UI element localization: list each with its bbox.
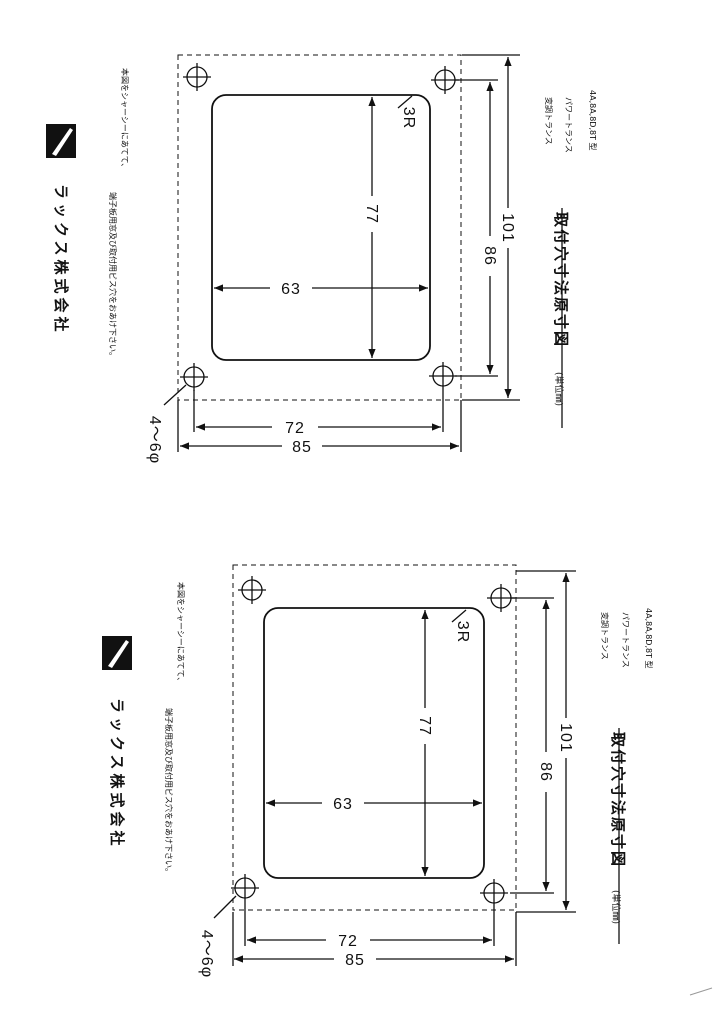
dim-86-label: 86 bbox=[537, 762, 554, 782]
dim-101-label: 101 bbox=[499, 213, 516, 243]
dim-radius-label: 3R bbox=[454, 621, 471, 643]
company-logo bbox=[102, 636, 132, 670]
dim-72-label: 72 bbox=[285, 420, 305, 437]
mounting-holes bbox=[180, 63, 459, 391]
category-power-trans: パワートランス bbox=[621, 612, 630, 668]
hole bbox=[180, 363, 208, 391]
hole bbox=[238, 576, 266, 604]
dim-radius-label: 3R bbox=[400, 107, 417, 129]
drawing-top: 101 86 77 63 3R 72 85 4～6φ 4A, bbox=[46, 54, 597, 464]
dim-hole-label: 4～6φ bbox=[198, 930, 215, 978]
outline-dashed bbox=[177, 54, 462, 401]
drawing-title: 取付穴寸法原寸図 bbox=[609, 732, 627, 868]
category-mod-trans: 変調トランス bbox=[600, 612, 610, 660]
company-name: ラックス株式会社 bbox=[108, 698, 126, 850]
drawing-title: 取付穴寸法原寸図 bbox=[552, 212, 570, 348]
dim-63-label: 63 bbox=[281, 281, 301, 298]
dim-101-label: 101 bbox=[557, 723, 574, 753]
hole bbox=[231, 874, 259, 902]
hole bbox=[429, 362, 457, 390]
terminal-window bbox=[211, 94, 431, 361]
dim-77-label: 77 bbox=[416, 716, 433, 736]
dim-85-label: 85 bbox=[345, 952, 365, 969]
hole bbox=[183, 63, 211, 91]
dim-hole-label: 4～6φ bbox=[146, 416, 163, 464]
note-line-2: 端子板用窓及び取付用ビス穴をおあけ下さい。 bbox=[164, 708, 174, 876]
hole bbox=[480, 879, 508, 907]
dim-63-label: 63 bbox=[333, 796, 353, 813]
company-logo bbox=[46, 124, 76, 158]
dim-77-label: 77 bbox=[363, 204, 380, 224]
note-line-1: 本図をシャーシーにあてて、 bbox=[176, 582, 186, 685]
dim-86-label: 86 bbox=[481, 246, 498, 266]
model-list: 4A,8A,8D,8T 型 bbox=[644, 608, 653, 669]
dim-85-label: 85 bbox=[292, 439, 312, 456]
model-list: 4A,8A,8D,8T 型 bbox=[588, 90, 597, 151]
dim-72-label: 72 bbox=[338, 933, 358, 950]
terminal-window bbox=[263, 607, 485, 879]
mounting-holes bbox=[231, 576, 515, 907]
note-line-1: 本図をシャーシーにあてて、 bbox=[120, 68, 130, 171]
outline-dashed bbox=[232, 564, 517, 911]
note-line-2: 端子板用窓及び取付用ビス穴をおあけ下さい。 bbox=[108, 192, 118, 360]
company-name: ラックス株式会社 bbox=[52, 184, 70, 336]
drawing-bottom: 101 86 77 63 3R 72 85 4～6φ 4A, bbox=[102, 564, 653, 978]
unit-label: (単位㎜) bbox=[553, 372, 565, 406]
hole bbox=[431, 66, 459, 94]
unit-label: (単位㎜) bbox=[610, 890, 622, 924]
category-mod-trans: 変調トランス bbox=[544, 97, 554, 145]
category-power-trans: パワートランス bbox=[564, 97, 573, 153]
